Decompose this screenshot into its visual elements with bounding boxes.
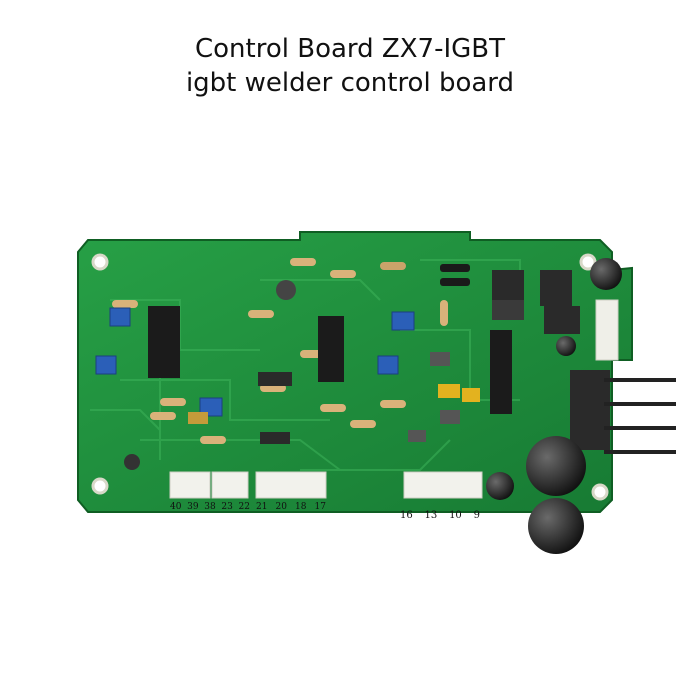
integrated-circuits: [148, 306, 512, 444]
pin-label: 18: [295, 502, 307, 512]
product-title-line-2: igbt welder control board: [185, 68, 515, 98]
product-title-line-1: Control Board ZX7-IGBT: [194, 34, 505, 64]
film-capacitors: [188, 352, 480, 442]
pin-label: 38: [204, 502, 216, 512]
bottom-connectors: [169, 471, 483, 499]
silkscreen-labels-mid: 21 20 18 17: [256, 502, 326, 512]
trimmer-potentiometers: [95, 307, 415, 417]
pin-label: 21: [256, 502, 268, 512]
mounting-holes: [91, 253, 609, 501]
side-connector: [595, 299, 619, 361]
pin-label: 40: [170, 502, 182, 512]
power-transistors: [492, 270, 580, 334]
pin-label: 16: [400, 510, 413, 521]
heatsink-pins: [570, 370, 676, 454]
pin-label: 13: [424, 510, 438, 521]
pin-label: 20: [275, 502, 287, 512]
silkscreen-labels-right: 16 13 10 9: [400, 510, 480, 521]
pin-label: 10: [449, 510, 462, 521]
pin-label: 17: [314, 502, 326, 512]
pin-label: 22: [238, 502, 250, 512]
silkscreen-labels-left: 40 39 38 23 22: [170, 502, 250, 512]
resistors: [112, 258, 448, 444]
pin-label: 23: [221, 502, 233, 512]
copper-traces: [90, 259, 521, 471]
electrolytic-capacitors: [124, 258, 622, 554]
diodes: [440, 264, 470, 286]
pin-label: 9: [473, 510, 480, 521]
pin-label: 39: [187, 502, 199, 512]
